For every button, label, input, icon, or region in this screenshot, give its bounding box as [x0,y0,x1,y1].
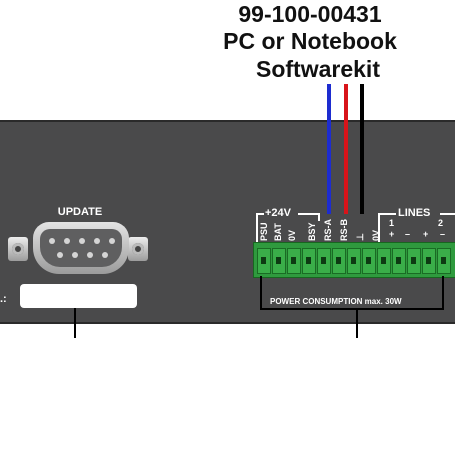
pointer-line-terminal [356,308,358,338]
group-label-lines: LINES [398,207,431,219]
terminal-slot[interactable] [377,248,391,274]
line1-minus: – [405,229,411,239]
terminal-slot[interactable] [272,248,286,274]
terminal-slot[interactable] [407,248,421,274]
terminal-block [253,242,455,278]
dsub-pin [64,238,70,244]
terminal-slot[interactable] [422,248,436,274]
update-label: UPDATE [57,206,103,218]
update-dsub-connector[interactable] [33,222,129,274]
dsub-pin [72,252,78,258]
dsub-pin [87,252,93,258]
group-label-24v: +24V [265,207,291,219]
edge-marks: .: [0,293,7,305]
pin-label-psu: PSU [259,222,269,241]
dsub-pin-field [40,229,122,267]
line2-minus: – [440,229,446,239]
wire-red [344,84,348,214]
group-line [256,213,258,243]
terminal-slot[interactable] [332,248,346,274]
dsub-pin [109,238,115,244]
group-line [256,213,264,215]
pin-label-rs-b: RS-B [339,219,349,241]
dsub-pin [49,238,55,244]
line2-plus: + [423,229,429,239]
terminal-slot[interactable] [302,248,316,274]
connector-screw-right [128,237,148,261]
pin-label-bsy: BSY [307,222,317,241]
dsub-pin [79,238,85,244]
power-consumption-label: POWER CONSUMPTION max. 30W [270,297,402,306]
terminal-slot[interactable] [257,248,271,274]
dsub-pin [94,238,100,244]
terminal-slot[interactable] [437,248,451,274]
part-number-title: 99-100-00431 [238,1,382,27]
wire-black [360,84,364,214]
pin-label-ground: ⊥ [355,233,365,241]
pc-notebook-title: PC or Notebook [223,28,397,54]
softwarekit-title: Softwarekit [256,56,380,82]
line2-number: 2 [438,218,444,228]
terminal-slot[interactable] [287,248,301,274]
terminal-slot[interactable] [392,248,406,274]
terminal-slot[interactable] [362,248,376,274]
power-bracket [260,276,444,310]
group-line [378,213,396,215]
connector-screw-left [8,237,28,261]
terminal-slot[interactable] [317,248,331,274]
pin-label-bat: BAT [273,223,283,241]
terminal-slot[interactable] [347,248,361,274]
line1-plus: + [389,229,395,239]
pointer-line-update [74,308,76,338]
group-line [318,213,320,221]
dsub-pin [57,252,63,258]
pin-label-0v: 0V [287,229,297,241]
line1-number: 1 [389,218,395,228]
dsub-pin [102,252,108,258]
blank-label-plate [20,284,137,308]
pin-label-rs-a: RS-A [323,219,333,241]
group-line [298,213,318,215]
group-line [378,213,380,243]
pin-label-0v-2: 0V [371,229,381,241]
group-line [440,213,455,215]
wire-blue [327,84,331,214]
